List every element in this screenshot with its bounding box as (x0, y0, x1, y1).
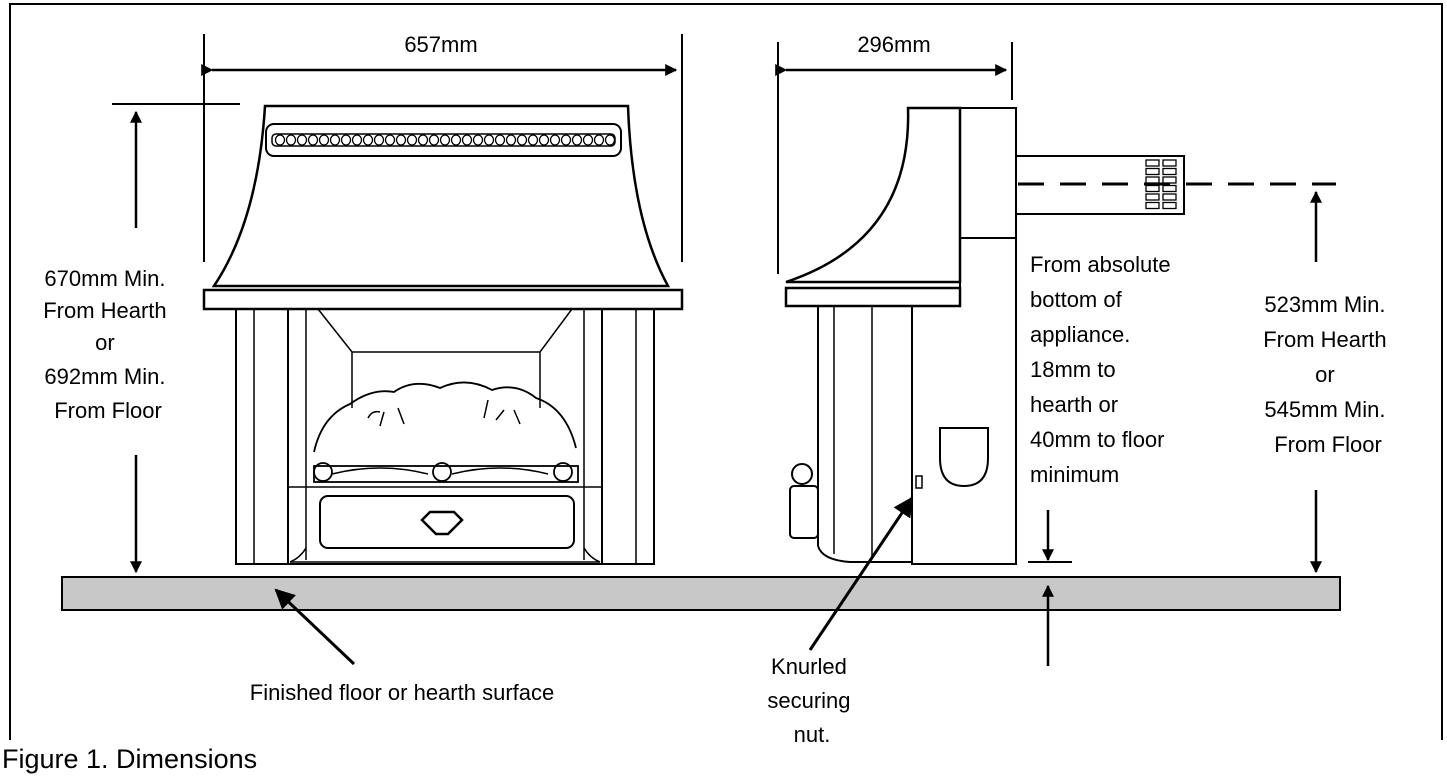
fret-knob-right (553, 462, 573, 482)
grille-slot (428, 134, 440, 146)
side-knob-bracket (789, 485, 819, 539)
frame-border (9, 3, 1443, 740)
grille-slot (505, 134, 517, 146)
grille-slot (362, 134, 374, 146)
spigot-vent (1145, 167, 1160, 176)
spigot-vent (1145, 176, 1160, 184)
spigot-vent (1145, 193, 1160, 201)
grille-slot (527, 134, 539, 146)
grille-slot (384, 134, 396, 146)
front-view-fire (202, 104, 684, 565)
front-canopy (211, 104, 671, 288)
grille-pattern (274, 134, 616, 146)
side-rear-box (959, 107, 1017, 239)
grille-slot (582, 134, 594, 146)
grille-slot (494, 134, 506, 146)
grille-slot (571, 134, 583, 146)
grille-slot (560, 134, 572, 146)
grille-slot (604, 134, 616, 146)
spigot-vent (1145, 201, 1160, 210)
spigot-vent (1162, 159, 1177, 167)
front-mantel (202, 288, 684, 311)
hearth-surface (61, 576, 1341, 611)
knurled-nut-arrow (808, 496, 914, 651)
side-view-fire (784, 106, 1185, 565)
flue-height-label: 523mm Min. From Hearth or 545mm Min. Fro… (1263, 292, 1393, 457)
floor-surface-label: Finished floor or hearth surface (250, 680, 555, 705)
side-depth-label: 296mm (857, 32, 930, 57)
figure-caption: Figure 1. Dimensions (2, 744, 257, 774)
front-right-pillar (601, 308, 655, 565)
grille-slot (483, 134, 495, 146)
knurled-nut (915, 475, 923, 489)
grille-slot (472, 134, 484, 146)
grille-slot (516, 134, 528, 146)
grille-slot (439, 134, 451, 146)
grille-slot (373, 134, 385, 146)
fuel-bed-coals (313, 381, 577, 453)
side-canopy (785, 106, 962, 284)
spigot-vent (1162, 193, 1177, 201)
grille-slot (593, 134, 605, 146)
grille-slot (538, 134, 550, 146)
grille-slot (296, 134, 308, 146)
spigot-vent (1145, 159, 1160, 167)
spigot-vent (1162, 176, 1177, 184)
side-knob (791, 463, 813, 485)
grille-slot (549, 134, 561, 146)
control-cover (939, 427, 989, 488)
front-height-label: 670mm Min. From Hearth or 692mm Min. Fro… (43, 266, 173, 423)
front-left-pillar (235, 308, 289, 565)
knurled-nut-label: Knurled securing nut. (767, 654, 856, 747)
grille-slot (461, 134, 473, 146)
firebox-back (317, 308, 573, 353)
side-mantel (784, 286, 962, 308)
grille-slot (329, 134, 341, 146)
ashpan-panel (319, 495, 575, 549)
spigot-vent (1145, 184, 1160, 193)
front-width-label: 657mm (404, 32, 477, 57)
spigot-vent (1162, 167, 1177, 176)
grille-slot (340, 134, 352, 146)
grille-slot (307, 134, 319, 146)
front-grille (265, 123, 622, 157)
grille-slot (318, 134, 330, 146)
ashpan-handle (420, 510, 464, 536)
grille-slot (406, 134, 418, 146)
fret-knob-left (313, 462, 333, 482)
spigot-vent (1162, 201, 1177, 210)
grille-slot (274, 134, 286, 146)
grille-slot (351, 134, 363, 146)
grille-slot (450, 134, 462, 146)
spigot-vent (1162, 184, 1177, 193)
grille-slot (285, 134, 297, 146)
grille-slot (417, 134, 429, 146)
bottom-clearance-label: From absolute bottom of appliance. 18mm … (1030, 252, 1177, 487)
fret-knob-center (432, 462, 452, 482)
floor-surface-arrow (274, 588, 356, 666)
grille-slot (395, 134, 407, 146)
side-body (911, 237, 1017, 565)
